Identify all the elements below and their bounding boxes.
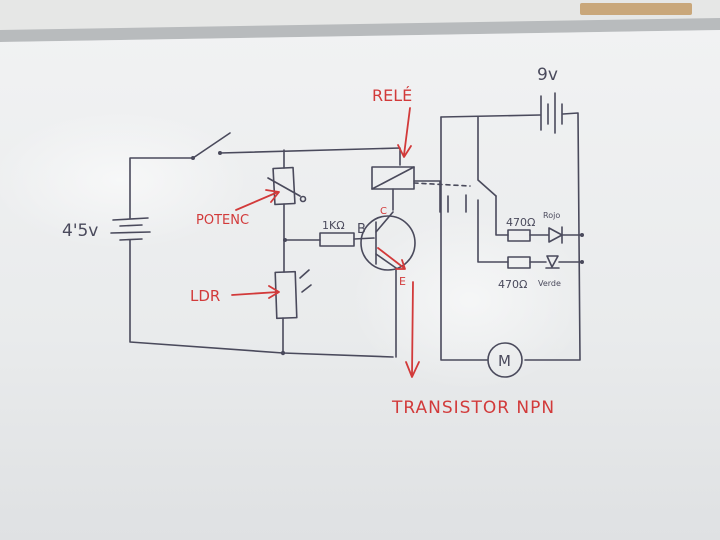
board-top-frame <box>0 18 720 42</box>
light-glare-left <box>0 110 250 250</box>
wire-battery-top <box>129 157 194 219</box>
label-res-top: 470Ω <box>506 216 535 229</box>
relay-contacts <box>447 194 467 213</box>
label-supply-left: 4'5v <box>62 221 98 241</box>
label-res-bottom: 470Ω <box>498 278 527 291</box>
wire-coil-side <box>413 180 441 213</box>
potentiometer-arrow <box>267 177 301 197</box>
wire-bottom-rail <box>129 239 394 358</box>
wire-right-outer <box>524 112 581 361</box>
label-collector: C <box>380 206 387 217</box>
switch-lever <box>192 132 231 159</box>
battery-plate-4 <box>119 238 143 241</box>
wire-to-red-branch <box>495 195 509 236</box>
arrow-rele <box>397 107 412 158</box>
battery-plate-2 <box>119 224 143 227</box>
ldr-light-arrow-1 <box>299 269 310 279</box>
label-rele: RELÉ <box>372 86 412 105</box>
led-green-triangle <box>546 255 559 268</box>
ldr-body <box>274 270 298 320</box>
label-transistor: TRANSISTOR NPN <box>391 398 555 418</box>
led-red-triangle <box>548 227 563 243</box>
wire-to-base <box>353 237 375 240</box>
junction-led-red <box>580 233 584 237</box>
ldr-light-arrow-2 <box>301 284 312 293</box>
relay-switch-top <box>477 116 497 197</box>
junction-bottom <box>280 350 286 356</box>
wire-right-left <box>440 116 488 361</box>
label-motor: M <box>498 352 511 370</box>
arrow-poten <box>235 189 280 211</box>
label-poten: POTENC <box>196 213 249 228</box>
label-led-bottom: Verde <box>538 279 561 288</box>
wire-to-green-branch <box>477 199 509 263</box>
label-emitter: E <box>399 275 406 288</box>
label-resistor-base: 1KΩ <box>322 219 345 232</box>
transistor-emitter-arrow <box>377 247 406 270</box>
wooden-ruler <box>580 3 692 15</box>
battery-plate-1 <box>112 217 149 221</box>
switch-pivot <box>191 156 195 160</box>
transistor-circle <box>360 215 416 271</box>
transistor-emitter-leg <box>375 253 397 269</box>
label-ldr: LDR <box>190 287 220 305</box>
label-base: B <box>357 222 366 237</box>
red-annotations <box>231 107 420 378</box>
right-circuit <box>440 92 584 378</box>
motor-circle <box>487 342 523 378</box>
labels: 4'5v 9v RELÉ POTENC LDR 1KΩ B C E 470Ω R… <box>62 65 561 418</box>
arrow-transistor <box>405 281 420 378</box>
transistor-collector-leg <box>375 211 394 233</box>
relay-mechanical-link <box>413 182 471 187</box>
label-supply-right: 9v <box>537 65 558 85</box>
left-circuit <box>110 132 471 358</box>
label-led-top: Rojo <box>543 211 560 220</box>
arrow-ldr <box>231 285 280 299</box>
light-glare <box>350 210 590 390</box>
junction-led-green <box>580 260 584 264</box>
potentiometer-wiper <box>299 195 307 203</box>
relay-coil-diagonal <box>371 166 415 190</box>
wire-right-top-left <box>440 114 541 118</box>
potentiometer-body <box>272 166 296 206</box>
battery-plate-3 <box>110 231 151 234</box>
